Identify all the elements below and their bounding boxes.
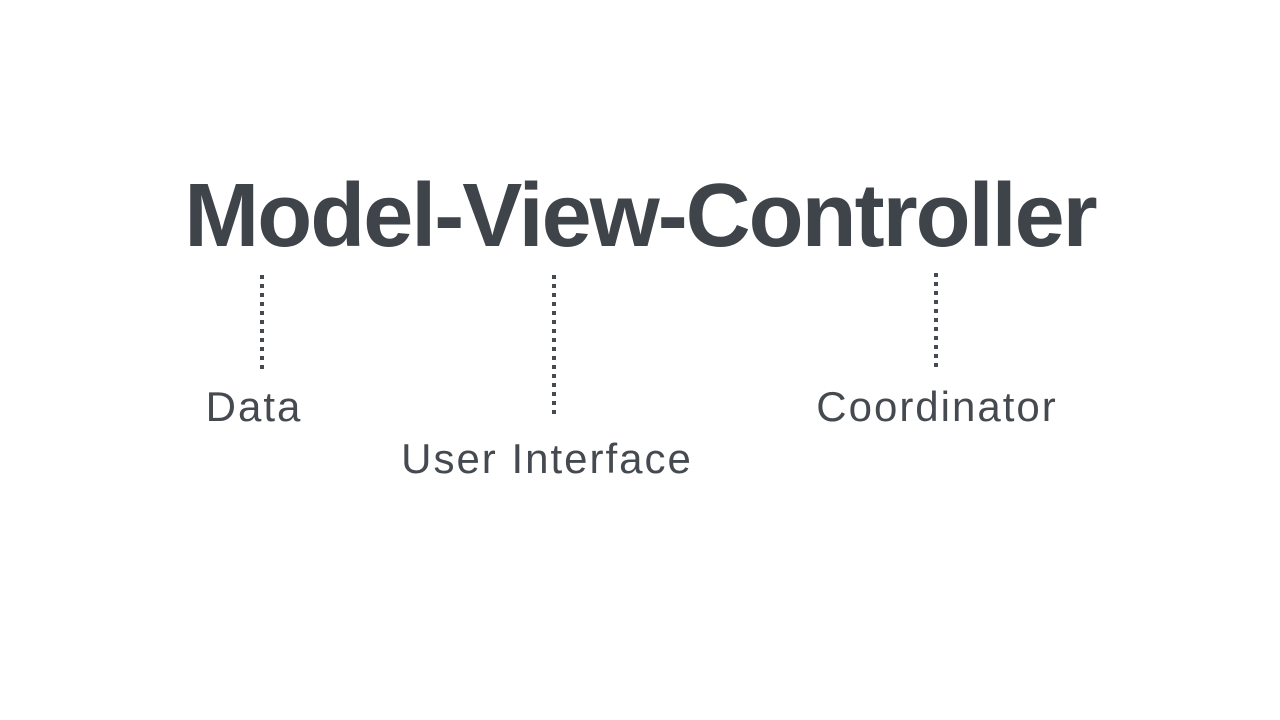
label-model-meaning: Data: [205, 383, 303, 430]
diagram-title: Model-View-Controller: [184, 166, 1097, 266]
label-controller-meaning: Coordinator: [816, 383, 1058, 430]
label-view-meaning: User Interface: [401, 435, 693, 482]
dotted-connector-controller: [934, 273, 938, 368]
dotted-connector-view: [552, 275, 556, 418]
dotted-connector-model: [260, 275, 264, 369]
